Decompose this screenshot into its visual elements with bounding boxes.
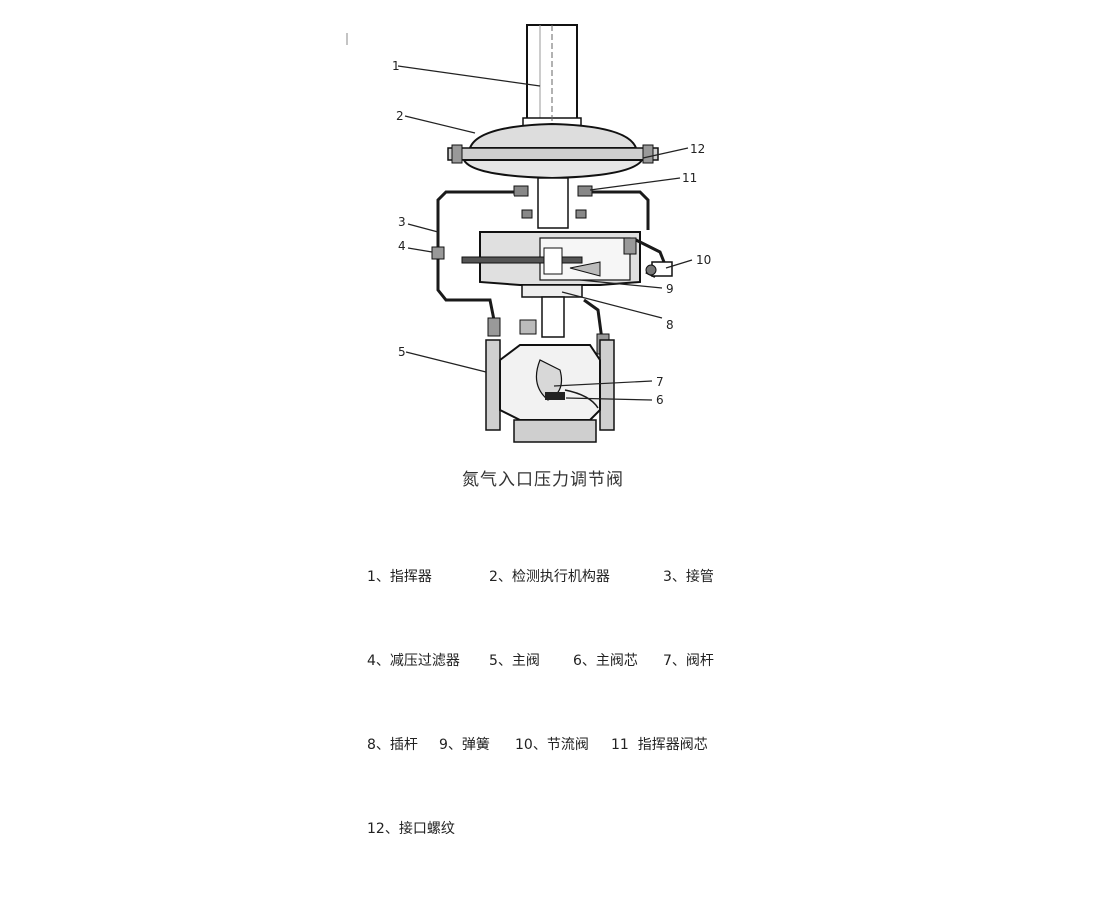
callout-7: 7 <box>656 375 664 389</box>
legend-item: 11 指挥器阀芯 <box>611 737 708 753</box>
callout-9: 9 <box>666 282 674 296</box>
legend-item: 2、检测执行机构器 <box>489 569 610 585</box>
callout-8: 8 <box>666 318 674 332</box>
main-valve-body <box>485 339 615 443</box>
legend-row: 8、插杆 9、弹簧 10、节流阀 11 指挥器阀芯 <box>367 731 708 759</box>
actuator-body <box>461 231 641 286</box>
legend-item: 6、主阀芯 <box>573 653 638 669</box>
pilot-column <box>522 24 582 129</box>
legend-item: 10、节流阀 <box>515 737 589 753</box>
connecting-pipes <box>436 190 650 321</box>
center-stem <box>513 177 593 229</box>
figure-title: 氮气入口压力调节阀 <box>462 470 624 490</box>
valve-diagram: 1 2 12 11 3 4 10 9 8 5 7 6 <box>346 24 711 443</box>
legend-item: 9、弹簧 <box>439 737 490 753</box>
lower-stem <box>487 284 610 355</box>
legend-row: 1、指挥器 2、检测执行机构器 3、接管 <box>367 563 714 591</box>
leader-lines <box>397 65 693 401</box>
callout-3: 3 <box>398 215 406 229</box>
parts-legend: 1、指挥器 2、检测执行机构器 3、接管 4、减压过滤器 5、主阀 6、主阀芯 … <box>367 507 714 871</box>
filter-reducer <box>431 246 445 260</box>
legend-item: 8、插杆 <box>367 737 418 753</box>
callout-10: 10 <box>696 253 711 267</box>
legend-row: 4、减压过滤器 5、主阀 6、主阀芯 7、阀杆 <box>367 647 714 675</box>
callout-5: 5 <box>398 345 406 359</box>
callout-12: 12 <box>690 142 705 156</box>
legend-item: 1、指挥器 <box>367 569 432 585</box>
throttle-valve <box>635 238 673 278</box>
callout-4: 4 <box>398 239 406 253</box>
legend-item: 4、减压过滤器 <box>367 653 460 669</box>
callout-11: 11 <box>682 171 697 185</box>
callout-1: 1 <box>392 59 400 73</box>
legend-item: 5、主阀 <box>489 653 540 669</box>
legend-item: 7、阀杆 <box>663 653 714 669</box>
legend-item: 3、接管 <box>663 569 714 585</box>
legend-row: 12、接口螺纹 <box>367 815 455 843</box>
legend-item: 12、接口螺纹 <box>367 821 455 837</box>
callout-6: 6 <box>656 393 664 407</box>
callout-2: 2 <box>396 109 404 123</box>
diaphragm-housing <box>447 122 659 180</box>
